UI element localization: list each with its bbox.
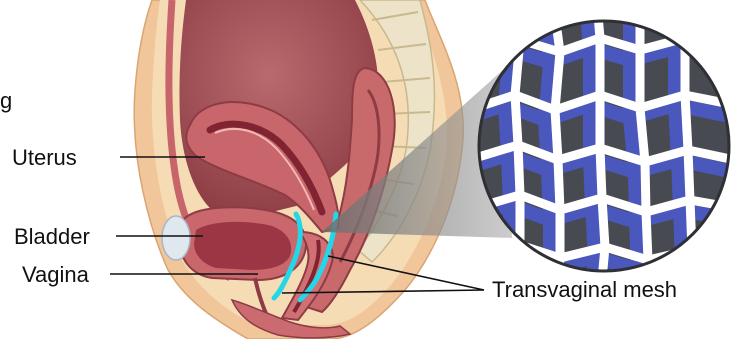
vagina-label: Vagina <box>22 262 90 287</box>
mesh-label: Transvaginal mesh <box>492 277 677 302</box>
bladder <box>180 207 306 280</box>
mesh-closeup-lens <box>465 15 732 290</box>
uterus-label: Uterus <box>12 145 77 170</box>
cut-off-label: g <box>0 88 12 113</box>
bladder-label: Bladder <box>14 224 90 249</box>
pubic-bone <box>162 216 190 260</box>
